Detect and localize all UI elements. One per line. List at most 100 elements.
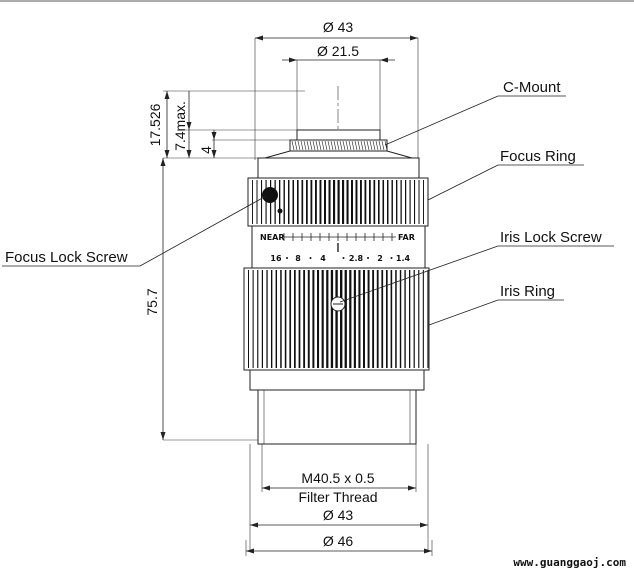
thread-line [369, 140, 373, 151]
knurl-line [297, 180, 299, 224]
lower-barrel [257, 389, 417, 445]
thread-line [312, 140, 316, 151]
knurl-line [418, 270, 420, 368]
thread-line [330, 140, 334, 151]
knurl-line [364, 180, 367, 224]
f-stop-label: 2.8 [349, 254, 364, 263]
dim-bottom: M40.5 x 0.5 Filter Thread Ø 43 Ø 46 [245, 444, 433, 556]
knurl-line [360, 180, 362, 224]
dim-top-outer: Ø 43 [254, 19, 419, 160]
focus-scale-ticks [282, 233, 396, 252]
f-stop-dot [342, 257, 345, 259]
knurl-line [422, 270, 424, 368]
callout-iris-ring: Iris Ring [428, 283, 564, 326]
knurl-line [414, 180, 416, 224]
iris-knurl [248, 270, 429, 368]
thread-line [372, 140, 376, 151]
knurl-line [423, 180, 424, 224]
knurl-line [292, 180, 295, 224]
knurl-line [288, 180, 290, 224]
thread-line [321, 140, 325, 151]
knurl-line [324, 180, 326, 224]
f-stop-label: 16 [270, 254, 282, 263]
knurl-line [386, 270, 388, 368]
knurl-line [358, 270, 361, 368]
knurl-line [298, 270, 301, 368]
thread-line [345, 140, 349, 151]
knurl-line [319, 180, 322, 224]
callout-focus-ring-text: Focus Ring [500, 148, 576, 165]
f-stop-label: 4 [320, 254, 326, 263]
knurl-line [252, 270, 254, 368]
thread-line [354, 140, 358, 151]
callout-iris-lock-screw-text: Iris Lock Screw [500, 229, 602, 246]
knurl-line [306, 180, 308, 224]
knurl-line [363, 270, 366, 368]
f-stop-label: 8 [295, 254, 301, 263]
dim-bottom-outer-text: Ø 46 [323, 533, 354, 549]
f-stop-label: 2 [377, 254, 383, 263]
knurl-line [280, 270, 282, 368]
knurl-line [266, 270, 268, 368]
focus-index-dot [277, 208, 283, 214]
knurl-line [321, 270, 324, 368]
thread-line [306, 140, 310, 151]
knurl-line [376, 270, 379, 368]
knurl-line [346, 180, 349, 224]
thread-line [339, 140, 343, 151]
knurl-line [337, 180, 340, 224]
knurl-line [289, 270, 292, 368]
knurl-line [395, 270, 397, 368]
callout-iris-lock-screw: Iris Lock Screw [339, 229, 614, 303]
knurl-line [399, 270, 402, 368]
knurl-line [261, 180, 263, 224]
watermark: www.guanggaoj.com [513, 556, 626, 569]
callout-focus-lock-screw: Focus Lock Screw [2, 195, 267, 267]
scale-near: NEAR [260, 233, 285, 242]
thread-line [309, 140, 313, 151]
knurl-line [265, 180, 267, 224]
knurl-line [405, 180, 407, 224]
scale-far: FAR [398, 233, 415, 242]
thread-line [363, 140, 367, 151]
thread-line [300, 140, 304, 151]
knurl-line [317, 270, 320, 368]
f-stop-dot [309, 257, 312, 259]
knurl-line [275, 270, 278, 368]
thread-line [360, 140, 364, 151]
thread-line [333, 140, 337, 151]
knurl-line [301, 180, 304, 224]
f-stop-label: 1.4 [396, 254, 411, 263]
callout-focus-ring: Focus Ring [427, 148, 584, 201]
knurl-line [409, 270, 411, 368]
knurl-line [294, 270, 296, 368]
knurl-line [307, 270, 310, 368]
knurl-line [274, 180, 276, 224]
knurl-line [252, 180, 253, 224]
knurl-line [391, 180, 393, 224]
dim-filter-label-text: Filter Thread [298, 489, 377, 505]
mount-flange [296, 129, 381, 141]
dim-74max-text: 7.4max. [172, 101, 188, 151]
thread-line [384, 140, 388, 151]
knurl-line [418, 180, 420, 224]
knurl-line [404, 270, 406, 368]
thread-line [327, 140, 331, 151]
knurl-line [342, 180, 345, 224]
callout-c-mount-text: C-Mount [503, 79, 561, 96]
knurl-line [355, 180, 358, 224]
knurl-line [279, 180, 281, 224]
thread-line [378, 140, 382, 151]
dim-top-outer-text: Ø 43 [323, 19, 354, 35]
f-stop-dot [367, 257, 369, 259]
thread-line [315, 140, 319, 151]
knurl-line [427, 180, 429, 224]
c-mount-thread [289, 139, 388, 152]
knurl-line [382, 180, 385, 224]
f-stop-dot [390, 257, 393, 259]
dim-top-inner-text: Ø 21.5 [317, 43, 359, 59]
thread-line [294, 140, 298, 151]
knurl-line [413, 270, 415, 368]
thread-line [381, 140, 385, 151]
knurl-line [326, 270, 329, 368]
